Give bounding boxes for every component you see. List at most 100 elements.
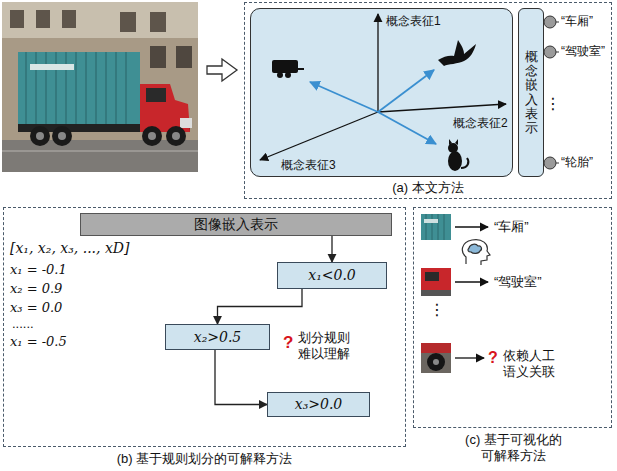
truck-photo: [25, 52, 26, 124]
value-text: x₃ = 0.0: [10, 300, 62, 316]
concept-vector: [378, 112, 436, 144]
concept-axis: [377, 14, 378, 112]
rule-box: x₂>0.5: [165, 324, 270, 350]
trailer-icon: [285, 72, 291, 78]
concept-circle: [544, 16, 556, 28]
patch-cab: [421, 268, 451, 296]
vector-text: [x₁, x₂, x₃, ..., xD]: [10, 240, 130, 257]
concept-label: “车厢”: [561, 14, 593, 28]
patch-container: [438, 214, 439, 240]
patch-arrow: [455, 227, 488, 358]
truck-photo: [2, 150, 198, 152]
concept-axis: [260, 112, 378, 160]
brain-icon: [462, 240, 490, 265]
concept-label: “驾驶室”: [561, 44, 605, 58]
trailer-icon: [298, 68, 304, 70]
concept-vector: [310, 82, 378, 112]
truck-photo: [142, 126, 162, 146]
node-text: 概念嵌入表示: [525, 50, 538, 136]
truck-photo: [58, 132, 66, 140]
ellipsis: ......: [12, 316, 34, 332]
patch-container: [432, 214, 433, 240]
truck-photo: [52, 126, 72, 146]
concept-vector: [310, 70, 436, 144]
patch-cab: [421, 290, 451, 296]
truck-photo: [2, 2, 198, 172]
ellipsis: ⋮: [429, 300, 445, 319]
tree-arrow: [218, 289, 303, 324]
truck-photo: [10, 10, 24, 28]
truck-photo: [18, 52, 140, 124]
patch-container: [421, 214, 451, 240]
truck-photo: [36, 10, 50, 28]
concept-vector: [378, 70, 434, 112]
patch-tire: [427, 353, 445, 371]
concept-circle: [544, 157, 556, 169]
bird-icon: [438, 40, 476, 66]
note-text: 依赖人工语义关联: [503, 348, 559, 380]
node-text: x₃>0.0: [295, 396, 343, 413]
patch-container: [426, 214, 444, 240]
patch-arrow: [455, 226, 488, 227]
patch-tire: [421, 343, 451, 373]
truck-photo: [30, 126, 50, 146]
truck-photo: [75, 52, 76, 124]
node-text: x₂>0.5: [194, 329, 242, 346]
truck-photo: [120, 12, 136, 32]
truck-photo: [150, 46, 166, 68]
patch-container: [424, 219, 438, 223]
concept-label: “驾驶室”: [494, 274, 542, 290]
trailer-icon: [272, 60, 298, 73]
cat-icon: [448, 151, 462, 171]
embedding-bar: 图像嵌入表示: [80, 213, 392, 236]
trailer-icon: [272, 60, 304, 78]
embedding-fill: [518, 8, 544, 177]
patch-tire: [433, 359, 439, 365]
value-text: x₂ = 0.9: [10, 281, 62, 297]
truck-photo: [2, 140, 198, 172]
node-text: 图像嵌入表示: [194, 216, 278, 233]
truck-photo: [172, 132, 180, 140]
value-text: x₁ = -0.1: [10, 262, 67, 278]
brain-icon: [468, 244, 482, 253]
hollow-arrow: [207, 59, 237, 81]
patch-cab: [421, 268, 451, 296]
brain-icon: [462, 240, 490, 265]
note-text: 划分规则难以理解: [298, 330, 354, 362]
panel-caption: (c) 基于可视化的 可解释方法: [461, 432, 567, 464]
cat-icon: [449, 139, 458, 145]
leader-line: [556, 163, 559, 164]
question-mark: ?: [488, 348, 498, 367]
value-text: x₁ = -0.5: [10, 334, 67, 350]
panel-caption: (a) 本文方法: [245, 180, 611, 196]
truck-photo: [30, 64, 74, 70]
axis-label: 概念表征3: [281, 158, 336, 172]
trailer-icon: [277, 72, 283, 78]
axis-label: 概念表征1: [386, 14, 441, 28]
truck-photo: [36, 132, 44, 140]
concept-space-box: 概念表征1概念表征2概念表征3: [250, 8, 513, 177]
tree-arrow: [331, 236, 332, 262]
leader-line: [556, 22, 559, 163]
truck-photo: [2, 2, 198, 38]
patch-arrow: [455, 357, 484, 358]
ellipsis: ⋮: [545, 94, 561, 113]
truck-photo: [176, 46, 192, 68]
truck-photo: [166, 126, 186, 146]
cat-icon: [448, 139, 468, 171]
rule-box: x₃>0.0: [267, 392, 370, 417]
concept-axis: [260, 14, 506, 160]
truck-photo: [105, 52, 106, 124]
patch-arrow: [455, 281, 488, 282]
concept-space-fill: [250, 8, 513, 177]
truck-photo: [2, 2, 198, 172]
leader-line: [556, 52, 559, 53]
patch-tire: [421, 343, 451, 353]
truck-photo: [35, 52, 36, 124]
truck-photo: [55, 52, 56, 124]
truck-photo: [115, 52, 116, 124]
question-mark: ?: [283, 333, 293, 353]
concept-circle: [544, 16, 556, 169]
concept-label: “车厢”: [494, 219, 529, 235]
